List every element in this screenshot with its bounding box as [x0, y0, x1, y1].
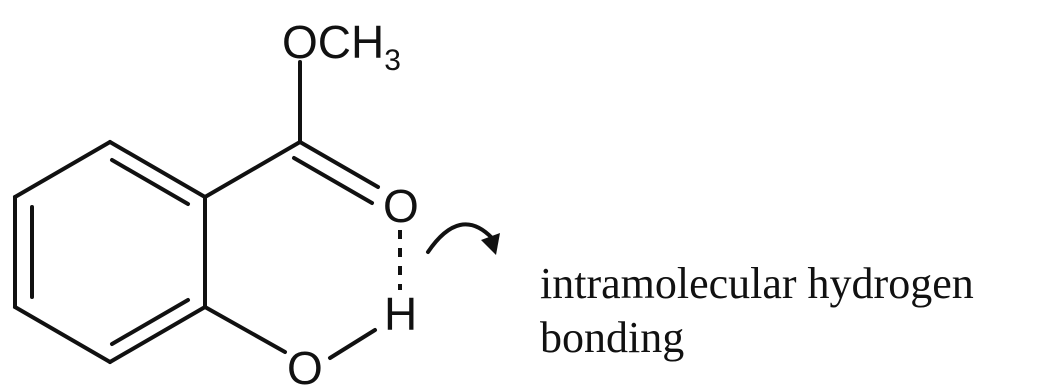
methoxy-subscript: 3: [384, 44, 401, 77]
ring-double-bond-inner-top: [110, 158, 190, 206]
annotation-line-2: bonding: [540, 313, 684, 362]
hydroxyl-hydrogen-label: H: [384, 288, 417, 340]
methoxy-prefix: OCH: [282, 16, 384, 68]
hydroxyl-oxygen-label: O: [287, 342, 323, 388]
curved-arrow-shaft: [426, 222, 494, 254]
ring-to-carbonyl-bond: [203, 140, 302, 199]
hydroxyl-group: O H: [203, 288, 417, 388]
benzene-ring: [13, 140, 207, 364]
carbonyl-oxygen-label: O: [383, 180, 419, 232]
curved-arrow-head: [481, 233, 500, 255]
methoxy-label: OCH3: [282, 16, 401, 77]
ring-to-hydroxyl-bond: [203, 305, 287, 354]
ester-group: OCH3 O: [203, 16, 419, 232]
ring-bond-bottom-left: [13, 305, 112, 364]
ring-bond-top-right: [108, 140, 207, 199]
ring-bond-bottom-right: [108, 305, 207, 364]
curved-arrow-icon: [426, 222, 500, 255]
ring-bond-top-left: [13, 140, 112, 199]
carbonyl-double-bond-outer: [298, 140, 380, 189]
ring-double-bond-inner-bottom: [110, 298, 190, 346]
oxygen-hydrogen-bond: [328, 328, 377, 360]
annotation-line-1: intramolecular hydrogen: [540, 259, 974, 308]
carbonyl-double-bond-inner: [292, 156, 374, 205]
